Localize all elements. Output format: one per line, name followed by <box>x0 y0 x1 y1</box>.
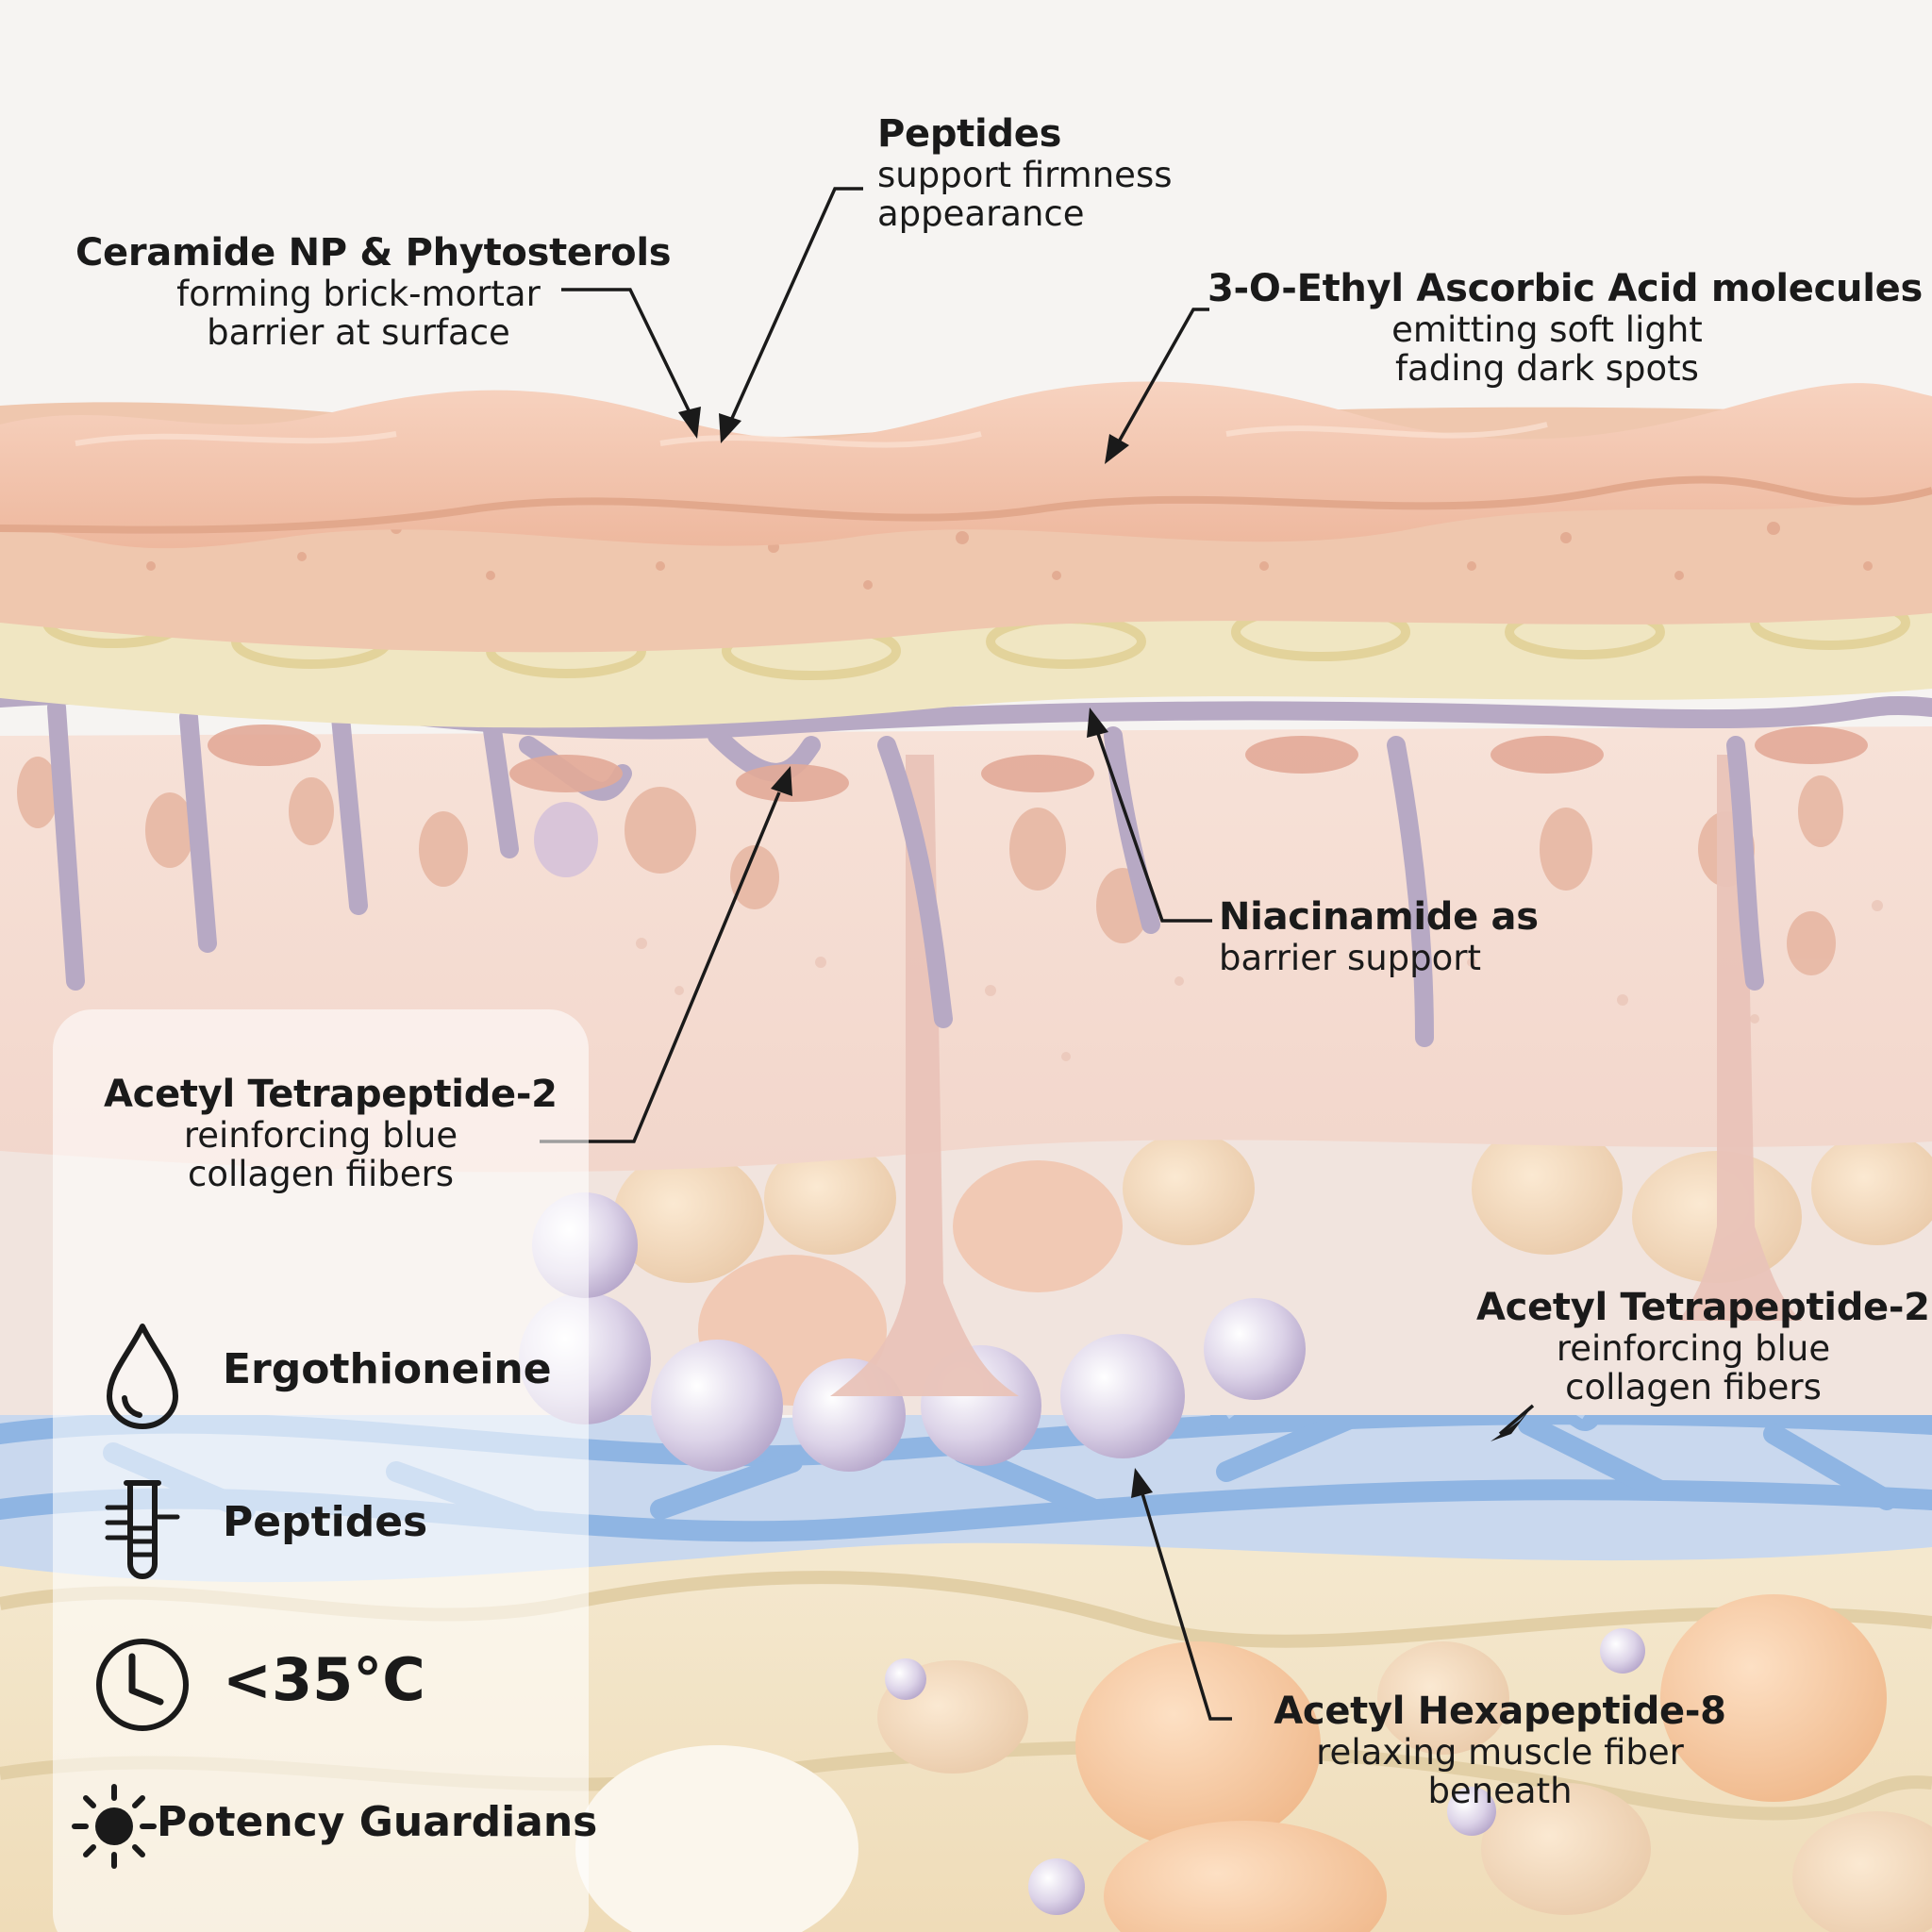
label-ceramide: Ceramide NP & Phytosterols forming brick… <box>75 231 672 354</box>
label-title: Acetyl Tetrapeptide-2 <box>1476 1286 1930 1329</box>
label-ascorbic-acid: 3-O-Ethyl Ascorbic Acid molecules emitti… <box>1208 267 1923 390</box>
legend-label: Ergothioneine <box>223 1345 552 1393</box>
label-peptides-top: Peptides support firmness appearance <box>877 113 1173 234</box>
label-description: support firmness <box>877 154 1173 195</box>
label-description: beneath <box>1427 1771 1573 1812</box>
sun-icon <box>62 1770 166 1883</box>
label-hexapeptide: Acetyl Hexapeptide-8 relaxing muscle fib… <box>1245 1690 1755 1811</box>
test-tube-icon <box>91 1470 194 1583</box>
legend-label: Potency Guardians <box>157 1798 598 1846</box>
legend-item-ergothioneine: Ergothioneine <box>53 1317 589 1430</box>
label-description: reinforcing blue <box>183 1114 458 1156</box>
label-tetrapeptide-left: Acetyl Tetrapeptide-2 reinforcing blue c… <box>104 1073 558 1195</box>
legend-label: <35°C <box>223 1645 425 1714</box>
label-description: emitting soft light <box>1391 308 1703 350</box>
label-description: relaxing muscle fiber <box>1316 1731 1684 1773</box>
label-title: Acetyl Tetrapeptide-2 <box>104 1073 558 1116</box>
label-description: reinforcing blue <box>1556 1327 1831 1369</box>
legend-label: Peptides <box>223 1498 428 1546</box>
label-description: barrier at surface <box>207 312 510 354</box>
water-drop-icon <box>91 1317 194 1430</box>
label-title: Ceramide NP & Phytosterols <box>75 231 672 275</box>
legend-panel: Ergothioneine Peptides <35°C <box>53 1009 597 1932</box>
label-niacinamide: Niacinamide as barrier support <box>1219 895 1539 978</box>
legend-item-potency-guardians: Potency Guardians <box>53 1770 597 1883</box>
clock-icon <box>91 1626 194 1740</box>
label-description: appearance <box>877 193 1085 235</box>
label-description: fading dark spots <box>1395 348 1699 390</box>
label-description: collagen fiibers <box>188 1154 454 1195</box>
label-description: collagen fibers <box>1565 1367 1822 1408</box>
label-tetrapeptide-right: Acetyl Tetrapeptide-2 reinforcing blue c… <box>1476 1286 1930 1408</box>
legend-item-peptides: Peptides <box>53 1470 589 1583</box>
label-title: Peptides <box>877 112 1062 156</box>
label-title: 3-O-Ethyl Ascorbic Acid molecules <box>1208 267 1923 310</box>
legend-item-temperature: <35°C <box>53 1626 589 1740</box>
label-title: Niacinamide as <box>1219 895 1539 939</box>
label-description: forming brick-mortar <box>176 273 541 314</box>
label-title: Acetyl Hexapeptide-8 <box>1274 1690 1726 1733</box>
label-description: barrier support <box>1219 937 1482 978</box>
